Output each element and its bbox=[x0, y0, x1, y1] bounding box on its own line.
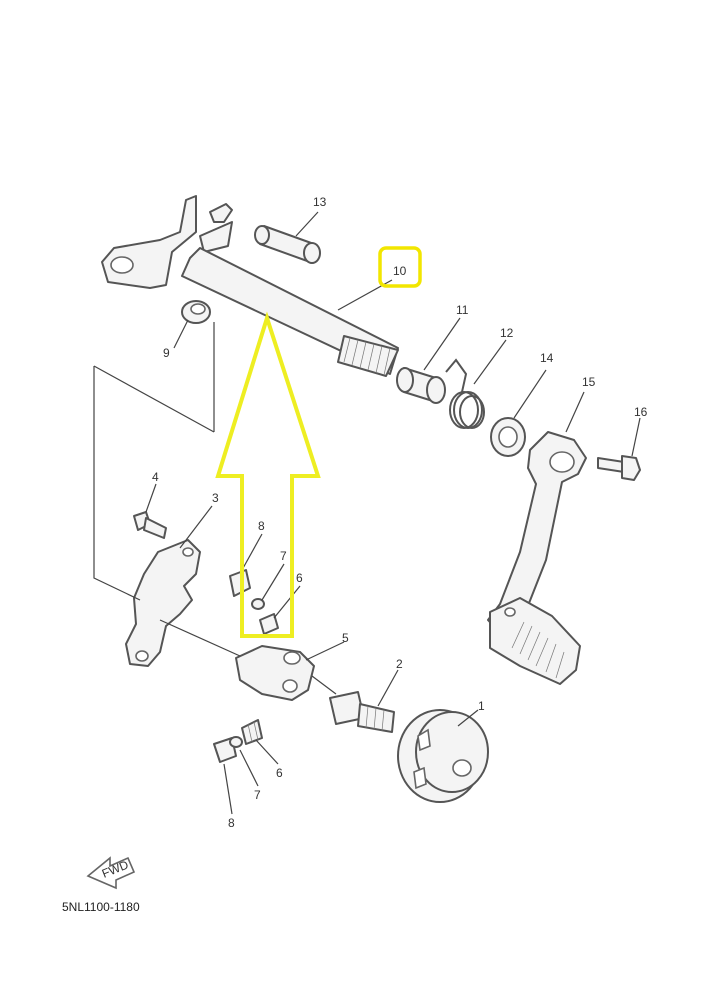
callout-5: 5 bbox=[342, 631, 349, 645]
shift-pedal-part-15[interactable] bbox=[487, 431, 587, 685]
oil-seal-part-14[interactable] bbox=[490, 417, 526, 457]
pin-part-13[interactable] bbox=[254, 225, 321, 264]
callout-2: 2 bbox=[396, 657, 403, 671]
callout-12: 12 bbox=[500, 326, 514, 340]
callout-16: 16 bbox=[634, 405, 648, 419]
callout-1: 1 bbox=[478, 699, 485, 713]
bolt-part-4[interactable] bbox=[133, 511, 167, 539]
callout-9: 9 bbox=[163, 346, 170, 360]
callout-6-lower: 6 bbox=[276, 766, 283, 780]
pointer-arrow bbox=[215, 311, 321, 638]
spring-part-12[interactable] bbox=[445, 358, 485, 429]
callout-13: 13 bbox=[313, 195, 327, 209]
bolt-part-16[interactable] bbox=[597, 455, 641, 481]
callout-7-upper: 7 bbox=[280, 549, 287, 563]
callout-6-upper: 6 bbox=[296, 571, 303, 585]
pin-part-7-upper[interactable] bbox=[251, 598, 265, 610]
callout-11: 11 bbox=[456, 303, 469, 317]
callout-15: 15 bbox=[582, 375, 596, 389]
shift-shaft-bracket bbox=[101, 195, 233, 289]
collar-part-9[interactable] bbox=[181, 300, 211, 324]
guide-plate-part-3[interactable] bbox=[125, 539, 201, 667]
bushing-part-11[interactable] bbox=[396, 367, 446, 404]
callout-8-lower: 8 bbox=[228, 816, 235, 830]
shift-shaft-part-10[interactable] bbox=[181, 247, 399, 377]
spring-part-6-upper[interactable] bbox=[259, 613, 279, 635]
callout-8-upper: 8 bbox=[258, 519, 265, 533]
callout-10: 10 bbox=[393, 264, 407, 278]
assembly-lines bbox=[93, 322, 337, 695]
shift-cam-part-1[interactable] bbox=[397, 709, 489, 803]
callout-3: 3 bbox=[212, 491, 219, 505]
spring-part-6-lower[interactable] bbox=[241, 719, 263, 745]
callout-7-lower: 7 bbox=[254, 788, 261, 802]
highlight-box bbox=[378, 246, 422, 288]
callout-4: 4 bbox=[152, 470, 159, 484]
callouts: 13 10 11 12 14 15 16 9 4 3 8 7 6 5 2 1 6… bbox=[152, 195, 648, 830]
leader-lines bbox=[145, 211, 641, 815]
bolt-part-2[interactable] bbox=[329, 691, 395, 733]
callout-14: 14 bbox=[540, 351, 554, 365]
pin-part-7-lower[interactable] bbox=[229, 736, 243, 748]
drawing-code: 5NL1100-1180 bbox=[62, 900, 140, 914]
fwd-direction-marker: FWD bbox=[86, 856, 136, 890]
segment-part-5[interactable] bbox=[235, 645, 315, 701]
